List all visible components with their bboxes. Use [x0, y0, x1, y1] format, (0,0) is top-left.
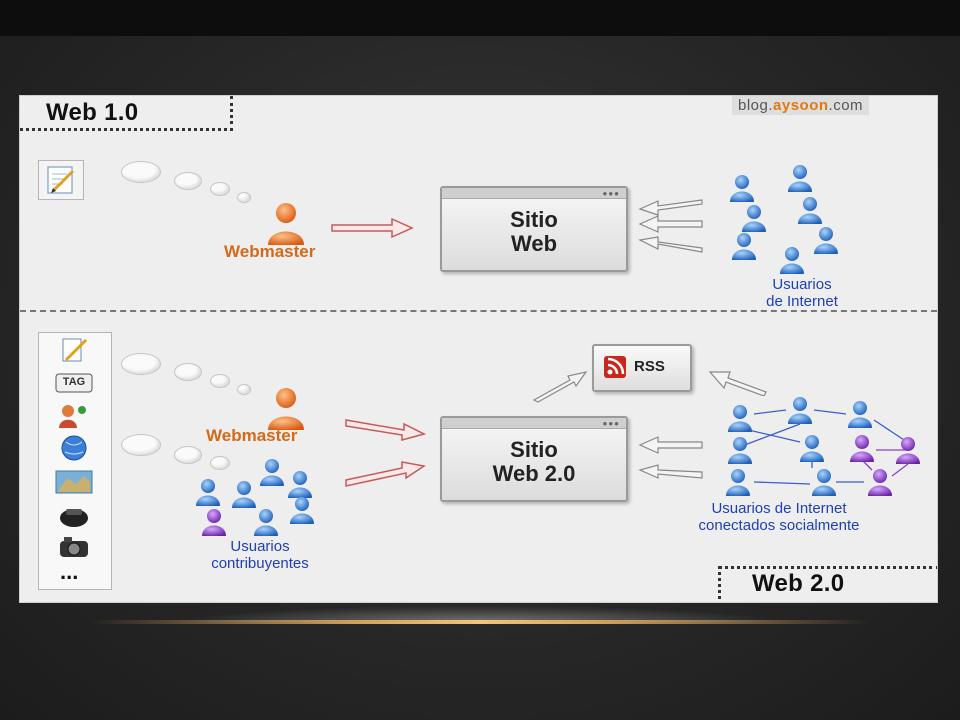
reflection-glow — [180, 606, 780, 622]
thought-bubble — [174, 446, 202, 464]
thought-bubble — [121, 161, 161, 183]
watermark-prefix: blog. — [738, 97, 774, 114]
watermark-suffix: .com — [828, 97, 864, 114]
thought-bubble — [121, 434, 161, 456]
window-titlebar — [442, 418, 626, 429]
webmaster-label: Webmaster — [224, 242, 316, 261]
watermark: blog.aysoon.com — [732, 96, 870, 115]
social-users-network — [726, 397, 920, 496]
thought-bubble — [237, 192, 251, 203]
arrow-to-site — [331, 217, 414, 239]
site-label-line1: Sitio — [510, 437, 558, 462]
arrow-site-rss — [532, 371, 588, 403]
top-band — [0, 0, 960, 36]
window-titlebar — [442, 188, 626, 199]
tag-icon-text: TAG — [62, 376, 86, 388]
webmaster-label: Webmaster — [206, 426, 298, 445]
social-users-label-line1: Usuarios de Internet — [711, 500, 847, 517]
people-share-icon — [56, 402, 92, 435]
contributors-label: Usuarios contribuyentes — [170, 538, 350, 572]
web-comparison-figure: Web 1.0 blog.aysoon.com Webmaster ●●● — [19, 95, 938, 603]
arrow-users-rss — [708, 371, 767, 396]
webmaster-person-icon — [264, 386, 308, 437]
arrows-users-to-site — [638, 199, 703, 253]
window-buttons: ●●● — [602, 419, 620, 428]
web1-title-box — [20, 96, 233, 131]
site-label-line2: Web 2.0 — [492, 461, 576, 486]
thought-bubble — [121, 353, 161, 375]
rss-icon — [604, 356, 626, 378]
webmaster-person-icon — [264, 201, 308, 252]
social-users-label: Usuarios de Internet conectados socialme… — [624, 500, 934, 534]
camera-icon — [56, 534, 92, 565]
tag-icon: TAG — [54, 370, 94, 396]
watermark-brand: aysoon — [773, 97, 829, 114]
site-label-line2: Web — [510, 231, 558, 256]
arrow-to-site — [345, 461, 426, 487]
rss-label: RSS — [634, 358, 665, 375]
site-window-web2: ●●● Sitio Web 2.0 — [440, 416, 628, 502]
contributors-label-line1: Usuarios — [230, 538, 290, 555]
internet-users-group — [730, 165, 838, 274]
edit-document-icon — [38, 160, 84, 200]
thought-bubble — [174, 172, 202, 190]
thought-bubble — [174, 363, 202, 381]
contributor-users-group — [196, 459, 314, 536]
accent-line — [90, 620, 870, 624]
contributors-label-line2: contribuyentes — [211, 555, 309, 572]
site-label-line1: Sitio — [510, 207, 558, 232]
social-users-label-line2: conectados socialmente — [698, 517, 860, 534]
phone-icon — [56, 504, 92, 535]
thought-bubble — [210, 182, 230, 196]
internet-users-label-line2: de Internet — [766, 293, 838, 310]
edit-document-icon — [56, 336, 92, 369]
web2-title-box — [718, 566, 937, 602]
globe-icon — [56, 434, 92, 467]
thought-bubble — [237, 384, 251, 395]
web2-title: Web 2.0 — [752, 570, 845, 597]
thought-bubble — [210, 374, 230, 388]
section-divider — [20, 310, 937, 312]
site-window-web1: ●●● Sitio Web — [440, 186, 628, 272]
internet-users-label-line1: Usuarios — [772, 276, 832, 293]
rss-window: RSS — [592, 344, 692, 392]
internet-users-label: Usuarios de Internet — [732, 276, 872, 310]
map-icon — [54, 468, 94, 501]
arrow-to-site — [345, 419, 426, 441]
window-buttons: ●●● — [602, 189, 620, 198]
thought-bubble — [210, 456, 230, 470]
more-icon: ... — [60, 559, 79, 584]
arrows-users-to-site — [638, 436, 703, 479]
web1-title: Web 1.0 — [46, 99, 139, 126]
